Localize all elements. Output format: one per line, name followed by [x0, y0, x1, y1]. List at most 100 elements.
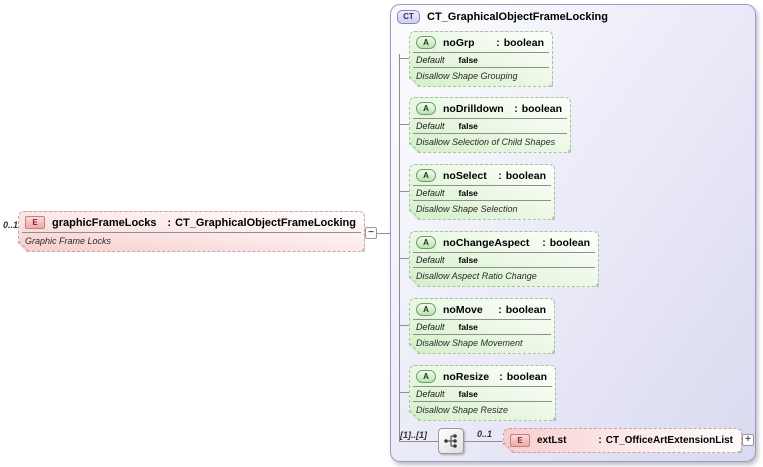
- default-row: Default false: [410, 186, 554, 200]
- divider: [413, 185, 551, 186]
- attribute-name: noMove: [443, 303, 483, 316]
- type-separator: :: [498, 169, 502, 182]
- divider: [413, 401, 552, 402]
- attribute-header: A noResize : boolean: [410, 366, 555, 386]
- element-name: extLst: [537, 435, 567, 446]
- attribute-badge: A: [416, 236, 436, 249]
- branch-line: [399, 258, 409, 259]
- attribute-annotation: Disallow Shape Grouping: [416, 71, 518, 81]
- divider: [413, 386, 552, 387]
- divider: [413, 252, 595, 253]
- attribute-header: A noSelect : boolean: [410, 165, 554, 185]
- connector-line: [464, 441, 503, 442]
- type-separator: :: [167, 216, 172, 229]
- complex-type-title: CT_GraphicalObjectFrameLocking: [427, 11, 608, 23]
- connector-line: [377, 233, 390, 234]
- complex-type-CT_GraphicalObjectFrameLocking[interactable]: CT CT_GraphicalObjectFrameLocking A noGr…: [390, 4, 756, 462]
- element-name: graphicFrameLocks: [52, 216, 157, 229]
- attribute-type: boolean: [506, 370, 547, 383]
- default-label: Default: [416, 188, 445, 198]
- divider: [22, 232, 361, 233]
- type-separator: :: [514, 102, 518, 115]
- element-header: E graphicFrameLocks : CT_GraphicalObject…: [19, 212, 364, 232]
- attribute-annotation: Disallow Shape Movement: [416, 338, 523, 348]
- attribute-name: noDrilldown: [443, 102, 504, 115]
- attribute-box-noGrp[interactable]: A noGrp : boolean Default false Disallow…: [409, 31, 553, 87]
- element-extLst[interactable]: E extLst : CT_OfficeArtExtensionList: [503, 428, 742, 453]
- default-label: Default: [416, 121, 445, 131]
- attribute-name: noChangeAspect: [443, 236, 530, 249]
- cardinality-label: [1]..[1]: [400, 430, 427, 440]
- attribute-type: boolean: [521, 102, 562, 115]
- collapse-button[interactable]: −: [365, 227, 377, 239]
- attribute-annotation: Disallow Aspect Ratio Change: [416, 271, 537, 281]
- attribute-header: A noDrilldown : boolean: [410, 98, 570, 118]
- default-value: false: [458, 322, 478, 332]
- default-label: Default: [416, 389, 445, 399]
- attribute-type: boolean: [503, 36, 544, 49]
- type-separator: :: [496, 36, 500, 49]
- branch-line: [399, 441, 438, 442]
- divider: [413, 52, 549, 53]
- default-row: Default false: [410, 119, 570, 133]
- default-row: Default false: [410, 53, 552, 67]
- attribute-box-noMove[interactable]: A noMove : boolean Default false Disallo…: [409, 298, 555, 354]
- attribute-annotation: Disallow Selection of Child Shapes: [416, 137, 556, 147]
- default-label: Default: [416, 55, 445, 65]
- attribute-type: boolean: [549, 236, 590, 249]
- cardinality-label: 0..1: [477, 429, 493, 439]
- element-badge: E: [25, 216, 45, 229]
- branch-line: [399, 58, 409, 59]
- attribute-header: A noGrp : boolean: [410, 32, 552, 52]
- element-badge: E: [510, 434, 530, 447]
- default-row: Default false: [410, 253, 598, 267]
- attribute-box-noChangeAspect[interactable]: A noChangeAspect : boolean Default false…: [409, 231, 599, 287]
- expand-button[interactable]: +: [742, 434, 754, 446]
- branch-line: [399, 392, 409, 393]
- divider: [413, 319, 551, 320]
- cardinality-label: 0..1: [3, 220, 19, 230]
- element-header: E extLst : CT_OfficeArtExtensionList: [504, 429, 741, 451]
- default-row: Default false: [410, 320, 554, 334]
- attribute-header: A noMove : boolean: [410, 299, 554, 319]
- divider: [413, 334, 551, 335]
- element-graphicFrameLocks[interactable]: E graphicFrameLocks : CT_GraphicalObject…: [18, 211, 365, 252]
- type-separator: :: [598, 435, 602, 446]
- type-separator: :: [498, 303, 502, 316]
- attribute-header: A noChangeAspect : boolean: [410, 232, 598, 252]
- attribute-name: noGrp: [443, 36, 475, 49]
- divider: [413, 133, 567, 134]
- attribute-badge: A: [416, 303, 436, 316]
- element-type: CT_OfficeArtExtensionList: [605, 435, 733, 446]
- attribute-type: boolean: [505, 169, 546, 182]
- branch-line: [399, 325, 409, 326]
- complex-type-header: CT CT_GraphicalObjectFrameLocking: [397, 10, 608, 24]
- attribute-badge: A: [416, 36, 436, 49]
- attribute-box-noSelect[interactable]: A noSelect : boolean Default false Disal…: [409, 164, 555, 220]
- attribute-name: noResize: [443, 370, 490, 383]
- attribute-name: noSelect: [443, 169, 487, 182]
- attribute-type: boolean: [505, 303, 546, 316]
- attribute-badge: A: [416, 169, 436, 182]
- default-row: Default false: [410, 387, 555, 401]
- attribute-annotation: Disallow Shape Selection: [416, 204, 518, 214]
- element-annotation: Graphic Frame Locks: [25, 236, 112, 246]
- attribute-badge: A: [416, 370, 436, 383]
- attribute-box-noDrilldown[interactable]: A noDrilldown : boolean Default false Di…: [409, 97, 571, 153]
- branch-line: [399, 124, 409, 125]
- type-separator: :: [499, 370, 503, 383]
- attribute-box-noResize[interactable]: A noResize : boolean Default false Disal…: [409, 365, 556, 421]
- divider: [413, 267, 595, 268]
- branch-line: [399, 191, 409, 192]
- complex-type-badge: CT: [397, 10, 420, 24]
- divider: [413, 67, 549, 68]
- attribute-badge: A: [416, 102, 436, 115]
- default-value: false: [458, 389, 478, 399]
- sequence-compositor-button[interactable]: [438, 428, 464, 454]
- element-type: CT_GraphicalObjectFrameLocking: [175, 216, 356, 229]
- default-value: false: [458, 55, 478, 65]
- default-value: false: [458, 121, 478, 131]
- tree-spine-line: [399, 54, 400, 441]
- type-separator: :: [542, 236, 546, 249]
